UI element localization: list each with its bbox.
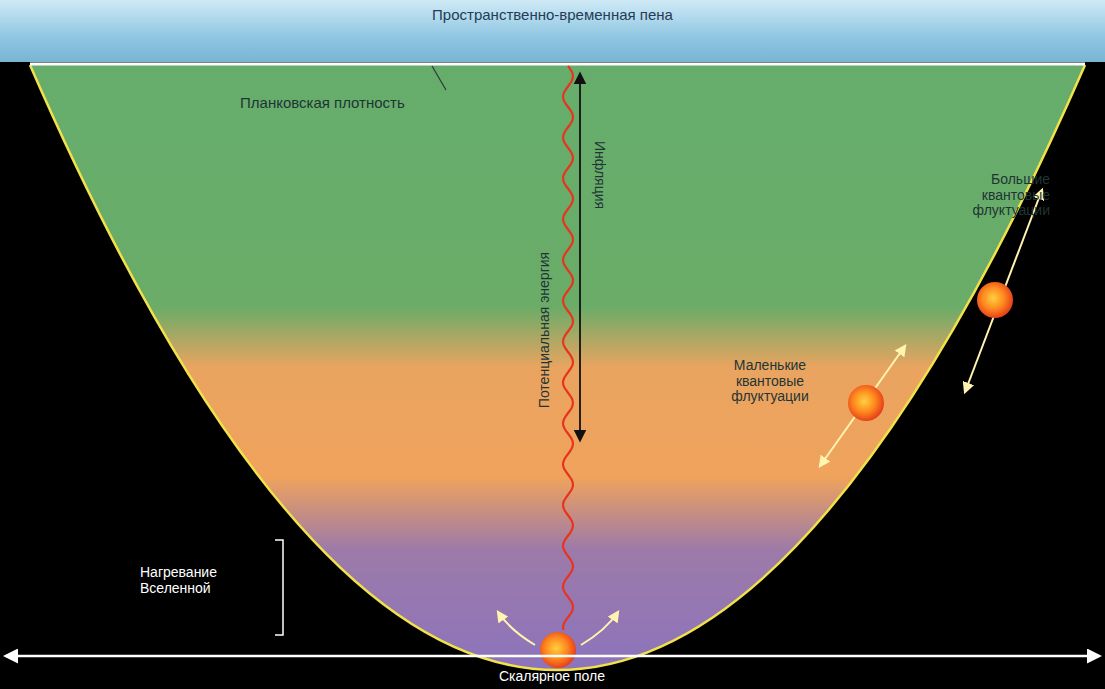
field-ball bbox=[848, 385, 884, 421]
field-ball bbox=[977, 282, 1013, 318]
fluct-arrow bbox=[820, 346, 905, 466]
reheating-label: Нагревание Вселенной bbox=[140, 565, 270, 596]
inflation-arrow bbox=[579, 74, 581, 440]
axis-arrow bbox=[6, 655, 1099, 658]
oscillation-arrow bbox=[498, 612, 535, 645]
planck-label: Планковская плотность bbox=[240, 95, 500, 112]
oscillation-arrow bbox=[581, 612, 618, 645]
leader-line bbox=[432, 66, 446, 90]
axis-label: Скалярное поле bbox=[352, 669, 752, 685]
foam-band: Пространственно-временная пена bbox=[0, 0, 1105, 62]
bracket bbox=[275, 540, 283, 635]
field-ball bbox=[540, 632, 576, 668]
big-fluct-label: Большие квантовые флуктуации bbox=[930, 172, 1050, 219]
potential-curve bbox=[30, 65, 1085, 670]
band-title: Пространственно-временная пена bbox=[0, 0, 1105, 23]
inflation-label: Инфляция bbox=[591, 141, 607, 209]
planck-line bbox=[30, 63, 1085, 66]
wave-line bbox=[563, 66, 573, 630]
potential-well bbox=[30, 65, 1085, 670]
energy-label: Потенциальная энергия bbox=[537, 252, 553, 408]
fluct-arrow bbox=[965, 190, 1042, 392]
small-fluct-label: Маленькие квантовые флуктуации bbox=[700, 358, 840, 405]
